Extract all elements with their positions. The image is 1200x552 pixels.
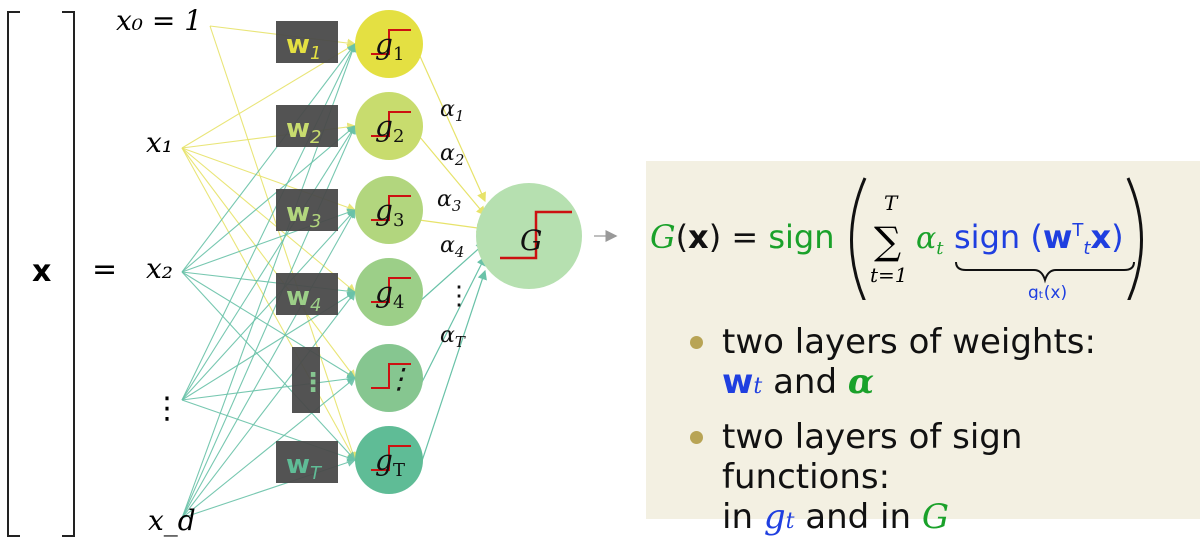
edge-x1-g3 <box>181 147 356 293</box>
step-function-4 <box>371 277 411 303</box>
hidden-node-label-6: gT <box>375 444 405 481</box>
alpha-label-4: α4 <box>440 233 464 261</box>
input-x1: x₁ <box>146 126 173 159</box>
weight-box-3 <box>276 189 338 231</box>
weight-box-4 <box>276 273 338 315</box>
alpha-label-5: ⋮ <box>446 281 472 311</box>
weight-box-6 <box>276 441 338 483</box>
sum-upper: T <box>884 191 899 215</box>
bullet-weights-line1: two layers of weights: <box>722 322 1096 362</box>
edge-x2-g1 <box>181 125 356 273</box>
input-x2: x₂ <box>146 252 173 285</box>
hidden-output-edges <box>418 53 487 471</box>
formula: G(x) = sign T ∑ t=1 αt sign (wTtx) gₜ(x) <box>650 177 1143 300</box>
alpha-label-1: α1 <box>440 97 464 125</box>
edge-g0-G <box>418 53 486 203</box>
step-function-3 <box>371 195 411 221</box>
big-paren-left <box>850 177 867 300</box>
edge-x3-g1 <box>181 125 356 401</box>
step-function-1 <box>371 29 411 55</box>
big-paren-right <box>1126 177 1143 300</box>
bullet-list: two layers of weights: wt and α two laye… <box>690 322 1195 552</box>
bullet-weights: two layers of weights: wt and α <box>690 322 1195 407</box>
edge-x4-g2 <box>181 209 356 519</box>
underbrace <box>955 261 1135 284</box>
weight-box-2 <box>276 105 338 147</box>
edge-x3-g0 <box>181 43 356 401</box>
bullet-sign-line1: two layers of sign functions: <box>722 417 1023 497</box>
bullet-dot <box>690 431 703 444</box>
alpha-label-6: αT <box>440 323 466 351</box>
bullet-weights-line2: wt and α <box>722 362 875 402</box>
output-node-label: G <box>520 224 542 257</box>
input-x0: x₀ = 1 <box>116 4 202 37</box>
x-vector-label: x <box>32 254 51 289</box>
formula-box <box>646 161 1200 519</box>
inner-sign: sign (wTtx) <box>954 218 1124 259</box>
bullet-sign-line2: in gt and in G <box>722 497 949 537</box>
edge-x2-g4 <box>181 271 356 379</box>
alpha-t: αt <box>916 221 944 259</box>
edge-x4-g3 <box>181 291 356 519</box>
edge-x1-g5 <box>181 147 356 461</box>
hidden-node-5: ⋮⋮ <box>292 344 423 413</box>
weight-box-1 <box>276 21 338 63</box>
edge-x2-g5 <box>181 271 356 461</box>
edge-x3-g2 <box>181 209 356 401</box>
weight-label-5: ⋮ <box>300 368 326 398</box>
step-function-5 <box>371 363 411 389</box>
edge-x2-g0 <box>181 43 356 273</box>
edge-g4-G <box>418 255 486 389</box>
edge-x4-g4 <box>181 377 356 519</box>
alpha-labels: α1 α2 α3 α4 ⋮ αT <box>437 97 472 351</box>
sum-lower: t=1 <box>870 263 908 287</box>
output-step-function <box>500 210 572 260</box>
alpha-label-2: α2 <box>440 141 464 169</box>
formula-lhs: G(x) = sign <box>650 218 834 256</box>
bullet-dot <box>690 336 703 349</box>
output-node <box>476 183 582 289</box>
step-function-6 <box>371 445 411 471</box>
underbrace-label: gₜ(x) <box>1028 283 1067 300</box>
edge-x3-g4 <box>181 374 357 401</box>
edge-g1-G <box>418 135 486 216</box>
hidden-node-label-5: ⋮ <box>385 362 413 395</box>
step-function-2 <box>371 111 411 137</box>
sum-symbol: ∑ <box>874 219 901 263</box>
input-dots: ⋮ <box>152 391 182 426</box>
edge-g5-G <box>418 269 487 471</box>
bullet-sign-functions: two layers of sign functions: in gt and … <box>690 417 1195 542</box>
edge-g2-G <box>418 219 487 233</box>
edge-g3-G <box>418 242 486 303</box>
equals-sign: = <box>92 252 117 287</box>
alpha-label-3: α3 <box>437 187 461 215</box>
vector-bracket <box>7 11 75 537</box>
weight-box-5 <box>292 347 320 413</box>
input-xd: x_d <box>148 504 196 537</box>
